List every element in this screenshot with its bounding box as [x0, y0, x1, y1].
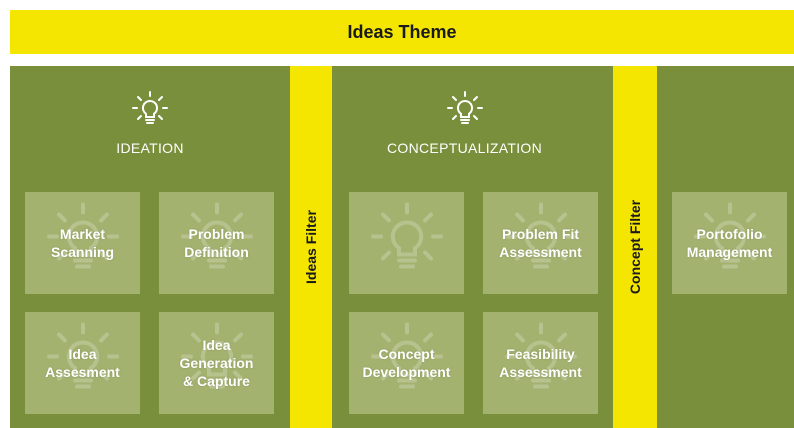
ideation-header: IDEATION [10, 90, 290, 156]
ideas-filter-bar: Ideas Filter [290, 66, 332, 428]
card-label: Problem Fit Assessment [499, 226, 582, 260]
lightbulb-icon [332, 90, 597, 130]
card-problem-definition: Problem Definition [159, 192, 274, 294]
card-label: Market Scanning [50, 226, 114, 260]
card-idea-generation-capture: Idea Generation & Capture [159, 312, 274, 414]
card-portofolio-management: Portofolio Management [672, 192, 787, 294]
conceptualization-header: CONCEPTUALIZATION [332, 90, 597, 156]
card-label: Concept Development [362, 346, 451, 380]
lightbulb-icon [367, 201, 447, 286]
lightbulb-icon [10, 90, 290, 130]
card-label: Idea Generation & Capture [179, 337, 254, 389]
ideation-title: IDEATION [116, 140, 184, 156]
card-concept-blank [349, 192, 464, 294]
concept-filter-bar: Concept Filter [613, 66, 657, 428]
ideas-filter-label: Ideas Filter [303, 210, 320, 284]
card-label: Idea Assesment [45, 346, 120, 380]
card-label: Portofolio Management [686, 226, 773, 260]
card-idea-assesment: Idea Assesment [25, 312, 140, 414]
card-feasibility-assessment: Feasibility Assessment [483, 312, 598, 414]
diagram-title: Ideas Theme [347, 21, 457, 42]
concept-filter-label: Concept Filter [627, 199, 643, 295]
card-concept-development: Concept Development [349, 312, 464, 414]
conceptualization-title: CONCEPTUALIZATION [387, 140, 542, 156]
card-label: Feasibility Assessment [499, 346, 582, 380]
card-problem-fit-assessment: Problem Fit Assessment [483, 192, 598, 294]
card-market-scanning: Market Scanning [25, 192, 140, 294]
ideas-theme-banner: Ideas Theme [10, 10, 794, 54]
card-label: Problem Definition [184, 226, 249, 260]
